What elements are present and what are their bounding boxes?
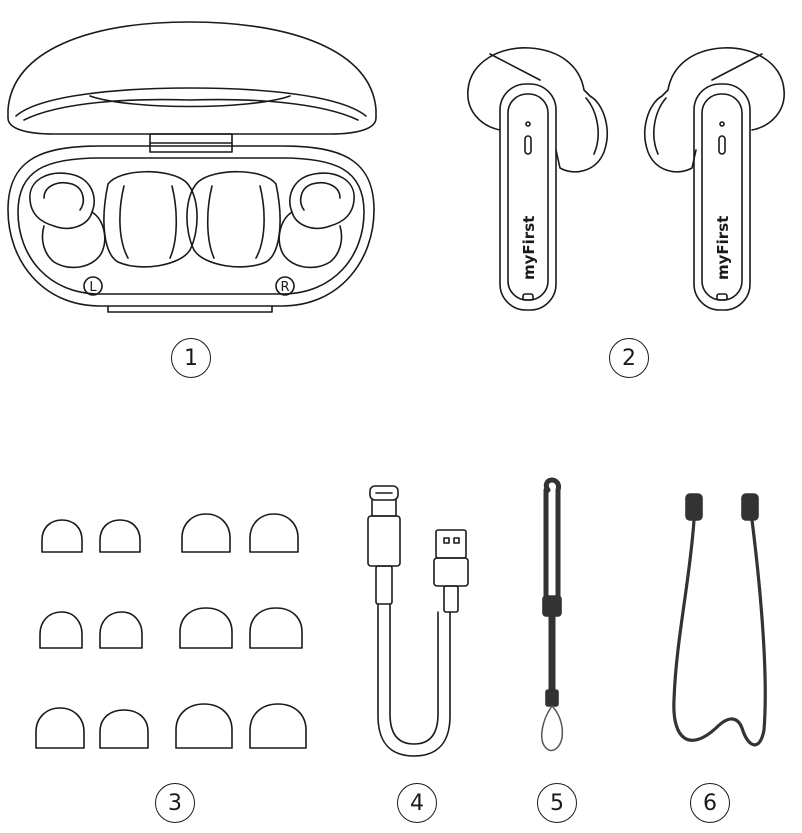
ear-tips-drawing <box>35 513 307 749</box>
ear-tip <box>39 611 83 649</box>
charging-case-drawing: L R <box>7 21 377 313</box>
earbuds-drawing: myFirst myFirst <box>467 47 785 311</box>
ear-tip <box>181 513 231 553</box>
left-indicator-label: L <box>89 280 97 295</box>
item-number-1: 1 <box>171 338 211 378</box>
ear-tip <box>35 707 85 749</box>
item-number-3: 3 <box>155 783 195 823</box>
anti-loss-strap-drawing <box>672 493 767 747</box>
ear-tip <box>249 607 303 649</box>
ear-tip <box>175 703 233 749</box>
item-number-5: 5 <box>537 783 577 823</box>
left-earbud: myFirst <box>467 47 608 311</box>
item-number-4: 4 <box>397 783 437 823</box>
right-earbud-brand: myFirst <box>714 216 732 280</box>
ear-tip <box>99 709 149 749</box>
ear-tip <box>249 703 307 749</box>
right-earbud: myFirst <box>644 47 785 311</box>
item-number-2: 2 <box>609 338 649 378</box>
ear-tip <box>41 519 83 553</box>
item-number-6: 6 <box>690 783 730 823</box>
usb-cable-drawing <box>367 485 469 757</box>
ear-tip <box>99 611 143 649</box>
right-indicator-label: R <box>280 280 289 295</box>
wrist-strap-drawing <box>540 477 564 752</box>
left-earbud-brand: myFirst <box>520 216 538 280</box>
ear-tip <box>249 513 299 553</box>
ear-tip <box>179 607 233 649</box>
ear-tip <box>99 519 141 553</box>
